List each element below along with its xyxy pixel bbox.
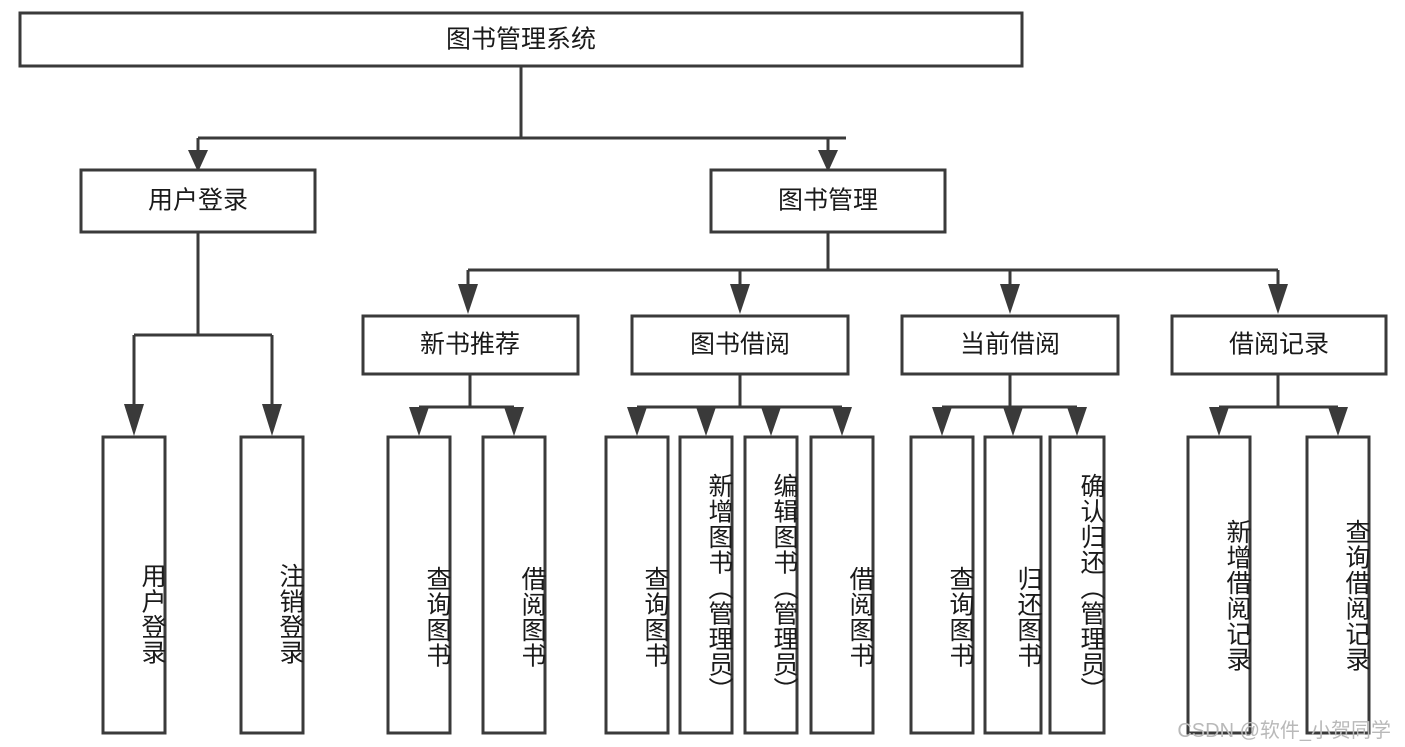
leaf-borrow-book-box[interactable] xyxy=(809,435,875,735)
arrow-to-leaf-query-borrow-record xyxy=(1328,407,1348,436)
node-current-borrow[interactable]: 当前借阅 xyxy=(900,314,1120,376)
leaf-user-login-box[interactable] xyxy=(101,435,167,735)
connector-book-borrow-bus xyxy=(635,374,844,415)
node-root[interactable]: 图书管理系统 xyxy=(18,11,1024,68)
leaf-query-book-rec-box[interactable] xyxy=(386,435,452,735)
node-book-manage[interactable]: 图书管理 xyxy=(709,168,947,234)
arrow-to-leaf-borrow-book xyxy=(832,407,852,436)
arrow-to-leaf-query-book-current xyxy=(932,407,952,436)
node-user-login-box[interactable] xyxy=(79,168,317,234)
node-book-manage-label: 图书管理 xyxy=(778,187,878,215)
connector-book-manage-bus xyxy=(466,232,1280,292)
arrow-to-leaf-borrow-book-rec xyxy=(504,407,524,436)
node-current-borrow-label: 当前借阅 xyxy=(960,331,1060,359)
node-borrow-record-box[interactable] xyxy=(1170,314,1388,376)
node-borrow-record-label: 借阅记录 xyxy=(1229,331,1329,359)
arrow-to-borrow-record xyxy=(1268,284,1288,314)
node-book-borrow-box[interactable] xyxy=(630,314,850,376)
node-new-book-recommend-box[interactable] xyxy=(361,314,580,376)
arrow-to-book-manage xyxy=(818,150,838,172)
node-book-borrow[interactable]: 图书借阅 xyxy=(630,314,850,376)
leaf-query-book-borrow-box[interactable] xyxy=(604,435,670,735)
node-user-login[interactable]: 用户登录 xyxy=(79,168,317,234)
node-book-borrow-label: 图书借阅 xyxy=(690,331,790,359)
connectors-group xyxy=(124,66,1348,436)
node-root-box[interactable] xyxy=(18,11,1024,68)
arrow-to-current-borrow xyxy=(1000,284,1020,314)
arrow-to-leaf-add-book-admin xyxy=(696,407,716,436)
node-new-book-recommend-label: 新书推荐 xyxy=(420,331,520,359)
connector-root-bus xyxy=(196,66,846,160)
leaf-add-borrow-record-box[interactable] xyxy=(1186,435,1252,735)
arrow-to-leaf-user-logout xyxy=(262,404,282,436)
leaf-confirm-return-admin-box[interactable] xyxy=(1048,435,1106,735)
connector-borrow-record-bus xyxy=(1217,374,1340,415)
arrow-to-user-login xyxy=(188,150,208,172)
leaf-edit-book-admin-box[interactable] xyxy=(743,435,799,735)
leaf-borrow-book-rec-box[interactable] xyxy=(481,435,547,735)
node-user-login-label: 用户登录 xyxy=(148,187,248,215)
node-root-label: 图书管理系统 xyxy=(446,26,596,54)
node-new-book-recommend[interactable]: 新书推荐 xyxy=(361,314,580,376)
arrow-to-leaf-add-borrow-record xyxy=(1209,407,1229,436)
watermark-text: CSDN @软件_小贺同学 xyxy=(1177,720,1391,742)
node-borrow-record[interactable]: 借阅记录 xyxy=(1170,314,1388,376)
nodes-group: 图书管理系统 用户登录 图书管理 新书推荐 图书借阅 当前 xyxy=(18,11,1388,735)
node-current-borrow-box[interactable] xyxy=(900,314,1120,376)
arrow-to-leaf-user-login xyxy=(124,404,144,436)
arrow-to-leaf-query-book-borrow xyxy=(627,407,647,436)
connector-new-book-recommend-bus xyxy=(417,374,516,415)
leaf-user-logout-box[interactable] xyxy=(239,435,305,735)
leaf-query-borrow-record-box[interactable] xyxy=(1305,435,1371,735)
arrow-to-new-book-recommend xyxy=(458,284,478,314)
leaf-query-book-current-box[interactable] xyxy=(909,435,975,735)
leaf-return-book-box[interactable] xyxy=(983,435,1043,735)
connector-user-login-bus xyxy=(132,232,274,412)
arrow-to-leaf-confirm-return-admin xyxy=(1067,407,1087,436)
node-book-manage-box[interactable] xyxy=(709,168,947,234)
arrow-to-leaf-query-book-rec xyxy=(409,407,429,436)
leaf-add-book-admin-box[interactable] xyxy=(678,435,734,735)
arrow-to-book-borrow xyxy=(730,284,750,314)
arrow-to-leaf-edit-book-admin xyxy=(761,407,781,436)
arrow-to-leaf-return-book xyxy=(1003,407,1023,436)
